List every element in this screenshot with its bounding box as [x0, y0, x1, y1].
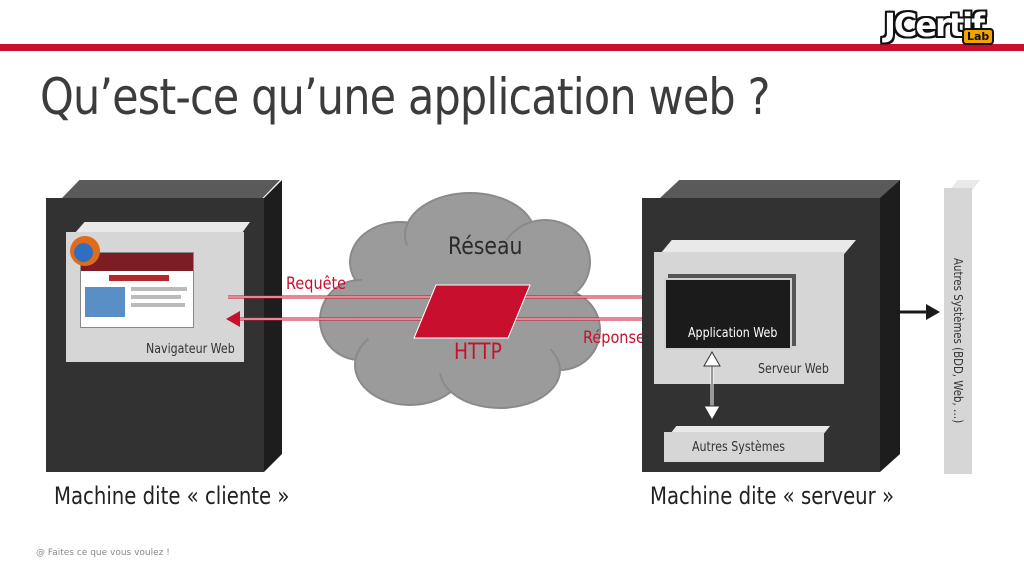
other-systems-box: Autres Systèmes	[664, 432, 824, 462]
external-systems-box: Autres Systèmes (BDD, Web, …)	[944, 188, 972, 474]
external-systems-label: Autres Systèmes (BDD, Web, …)	[951, 258, 965, 423]
other-systems-label: Autres Systèmes	[692, 440, 785, 455]
footer-note: @ Faites ce que vous voulez !	[36, 548, 170, 558]
server-caption: Machine dite « serveur »	[650, 482, 894, 510]
